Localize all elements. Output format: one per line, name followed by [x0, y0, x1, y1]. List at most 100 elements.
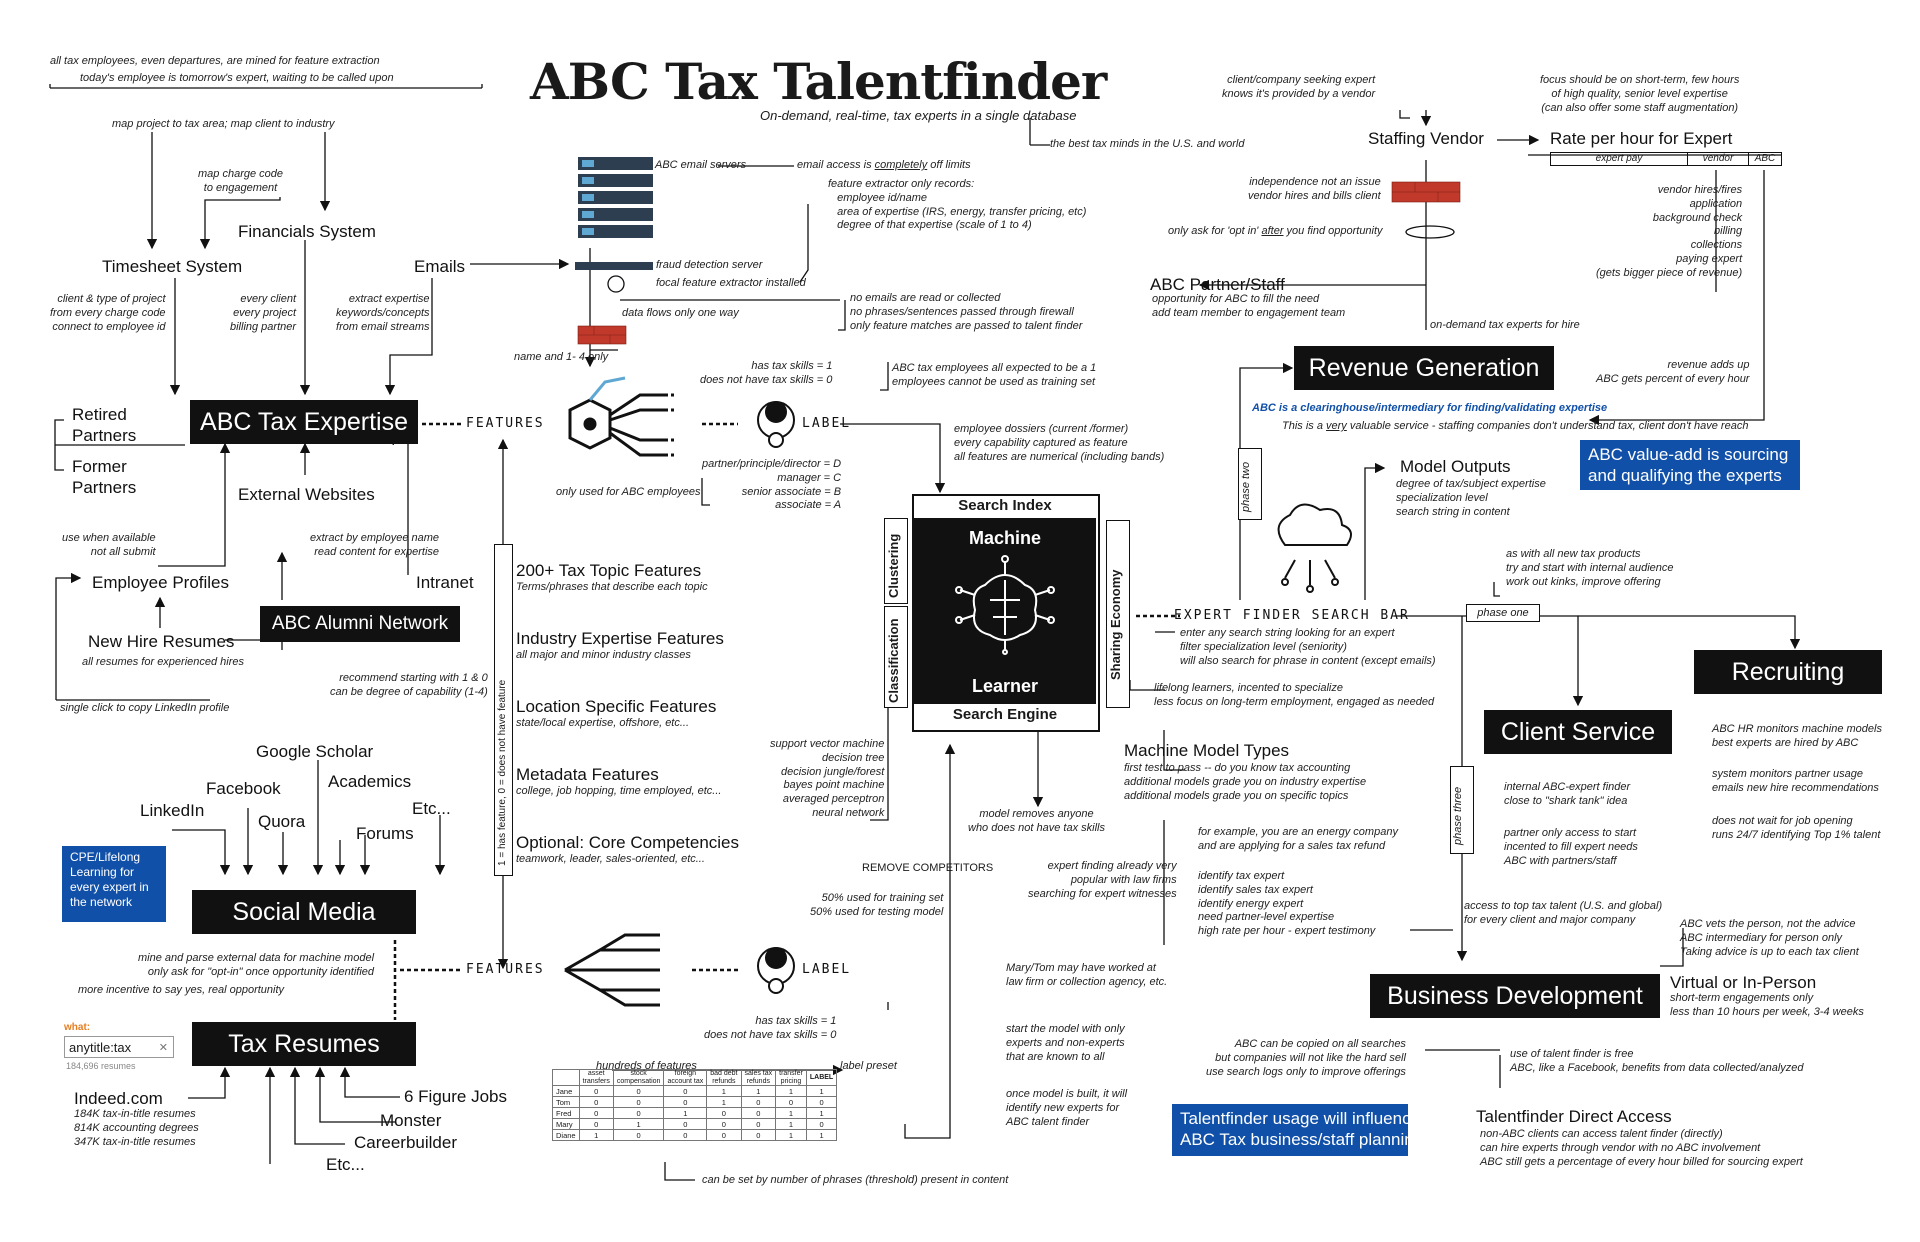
independence-note: independence not an issue vendor hires a… [1248, 176, 1381, 202]
table-cell: 0 [706, 1129, 742, 1142]
copied-note: ABC can be copied on all searches but co… [1206, 1038, 1406, 1078]
what-label: what: [64, 1022, 91, 1033]
algorithms-note: support vector machine decision tree dec… [770, 738, 885, 819]
phase-three-box [1450, 766, 1474, 854]
short-term-note: short-term engagements only less than 10… [1670, 992, 1864, 1018]
feature-heading: Location Specific Features [516, 697, 717, 716]
rate-split-bar: expert pay vendor ABC [1550, 152, 1782, 166]
business-development-block: Business Development [1370, 974, 1660, 1018]
table-cell: 1 [706, 1085, 742, 1098]
facebook: Facebook [206, 779, 281, 798]
on-demand-note: on-demand tax experts for hire [1430, 319, 1580, 331]
rate-cell: vendor [1688, 153, 1749, 165]
new-hire-note: all resumes for experienced hires [82, 656, 245, 668]
vendor-list-note: vendor hires/fires application backgroun… [1596, 184, 1743, 279]
table-cell: 0 [740, 1096, 777, 1109]
table-cell: 0 [578, 1107, 614, 1120]
table-cell: 1 [805, 1085, 838, 1098]
table-cell: 0 [578, 1085, 614, 1098]
no-emails-note: no emails are read or collected no phras… [850, 292, 1083, 332]
value-add-callout: ABC value-add is sourcing and qualifying… [1580, 440, 1800, 490]
start-model-note: start the model with only experts and no… [1006, 1023, 1125, 1063]
levels-note: partner/principle/director = D manager =… [702, 458, 842, 512]
table-cell: 0 [740, 1107, 777, 1120]
feature-sub: all major and minor industry classes [516, 649, 691, 661]
table-cell: 0 [663, 1096, 708, 1109]
linkedin: LinkedIn [140, 801, 205, 820]
revenue-adds-note: revenue adds up ABC gets percent of ever… [1596, 359, 1750, 385]
focus-note: focus should be on short-term, few hours… [1540, 74, 1740, 114]
abc-tax-expertise-block: ABC Tax Expertise [190, 400, 418, 444]
machine-label: Machine [968, 528, 1042, 548]
feature-sub: teamwork, leader, sales-oriented, etc... [516, 853, 705, 865]
table-cell: 0 [706, 1118, 742, 1131]
table-header-cell: transfer pricing [775, 1068, 807, 1087]
extract-name-note: extract by employee name read content fo… [310, 532, 440, 558]
table-cell: 1 [805, 1107, 838, 1120]
resume-search-input[interactable]: anytitle:tax✕ [64, 1036, 174, 1058]
valuable-note: This is a very valuable service - staffi… [1282, 420, 1749, 432]
clear-icon[interactable]: ✕ [158, 1041, 168, 1054]
table-header-cell [552, 1068, 580, 1087]
recommend-note: recommend starting with 1 & 0 can be deg… [330, 672, 488, 698]
extractor-note: feature extractor only records: employee… [828, 178, 1087, 232]
server-rack-icon [575, 157, 653, 293]
recruiting-block: Recruiting [1694, 650, 1882, 694]
access-off-note: email access is completely off limits [797, 159, 971, 171]
external-websites: External Websites [238, 485, 375, 504]
page-title: ABC Tax Talentfinder [530, 52, 1107, 111]
intranet: Intranet [416, 573, 474, 592]
table-header-cell: LABEL [805, 1068, 838, 1087]
academics: Academics [328, 772, 412, 791]
table-cell: 1 [775, 1129, 807, 1142]
label-text-bottom: LABEL [802, 962, 852, 977]
model-outputs-note: degree of tax/subject expertise speciali… [1396, 478, 1546, 518]
rate-cell: expert pay [1551, 153, 1688, 165]
cpe-lifelong-callout: CPE/Lifelong Learning for every expert i… [62, 846, 166, 922]
employee-profiles: Employee Profiles [92, 573, 230, 592]
phase-one-label: phase one [1466, 604, 1540, 622]
search-engine-label: Search Engine [952, 706, 1058, 723]
table-cell: 0 [805, 1096, 838, 1109]
feature-heading: Industry Expertise Features [516, 629, 724, 648]
table-cell: 0 [612, 1085, 665, 1098]
table-cell: 0 [740, 1118, 777, 1131]
social-media-block: Social Media [192, 890, 416, 934]
feature-heading: Optional: Core Competencies [516, 833, 740, 852]
email-servers-note: ABC email servers [655, 159, 747, 171]
more-incentive-note: more incentive to say yes, real opportun… [78, 984, 285, 996]
retired-partners: Retired Partners [72, 405, 137, 446]
table-cell: 1 [805, 1129, 838, 1142]
one-way-note: data flows only one way [622, 307, 739, 319]
table-header-cell: sales tax refunds [740, 1068, 777, 1087]
row-name-cell: Fred [552, 1107, 580, 1120]
forums: Forums [356, 824, 414, 843]
partner-staff-note: opportunity for ABC to fill the need add… [1152, 293, 1346, 319]
feature-sub: state/local expertise, offshore, etc... [516, 717, 690, 729]
timesheet-system: Timesheet System [102, 257, 243, 276]
vets-note: ABC vets the person, not the advice ABC … [1680, 918, 1859, 958]
opt-in-note: only ask for 'opt in' after you find opp… [1168, 225, 1383, 237]
features-label-top: FEATURES [466, 416, 545, 431]
table-cell: 0 [663, 1118, 708, 1131]
neural-hub-icon [568, 376, 675, 457]
financials-system: Financials System [238, 222, 376, 241]
table-cell: 0 [663, 1085, 708, 1098]
table-cell: 0 [612, 1107, 665, 1120]
split-note: 50% used for training set 50% used for t… [810, 892, 944, 918]
binary-feature-bar [494, 544, 513, 876]
feature-heading: Metadata Features [516, 765, 659, 784]
sharing-economy-label: Sharing Economy [1108, 569, 1123, 680]
learner-label: Learner [971, 676, 1039, 696]
abc-partner-staff: ABC Partner/Staff [1150, 275, 1285, 294]
row-name-cell: Diane [552, 1129, 580, 1142]
staffing-vendor: Staffing Vendor [1368, 129, 1484, 148]
rate-per-hour: Rate per hour for Expert [1550, 129, 1733, 148]
careerbuilder: Careerbuilder [354, 1133, 457, 1152]
table-cell: 0 [612, 1096, 665, 1109]
table-cell: 1 [775, 1107, 807, 1120]
expert-finder-search-bar[interactable]: EXPERT FINDER SEARCH BAR [1174, 608, 1410, 623]
